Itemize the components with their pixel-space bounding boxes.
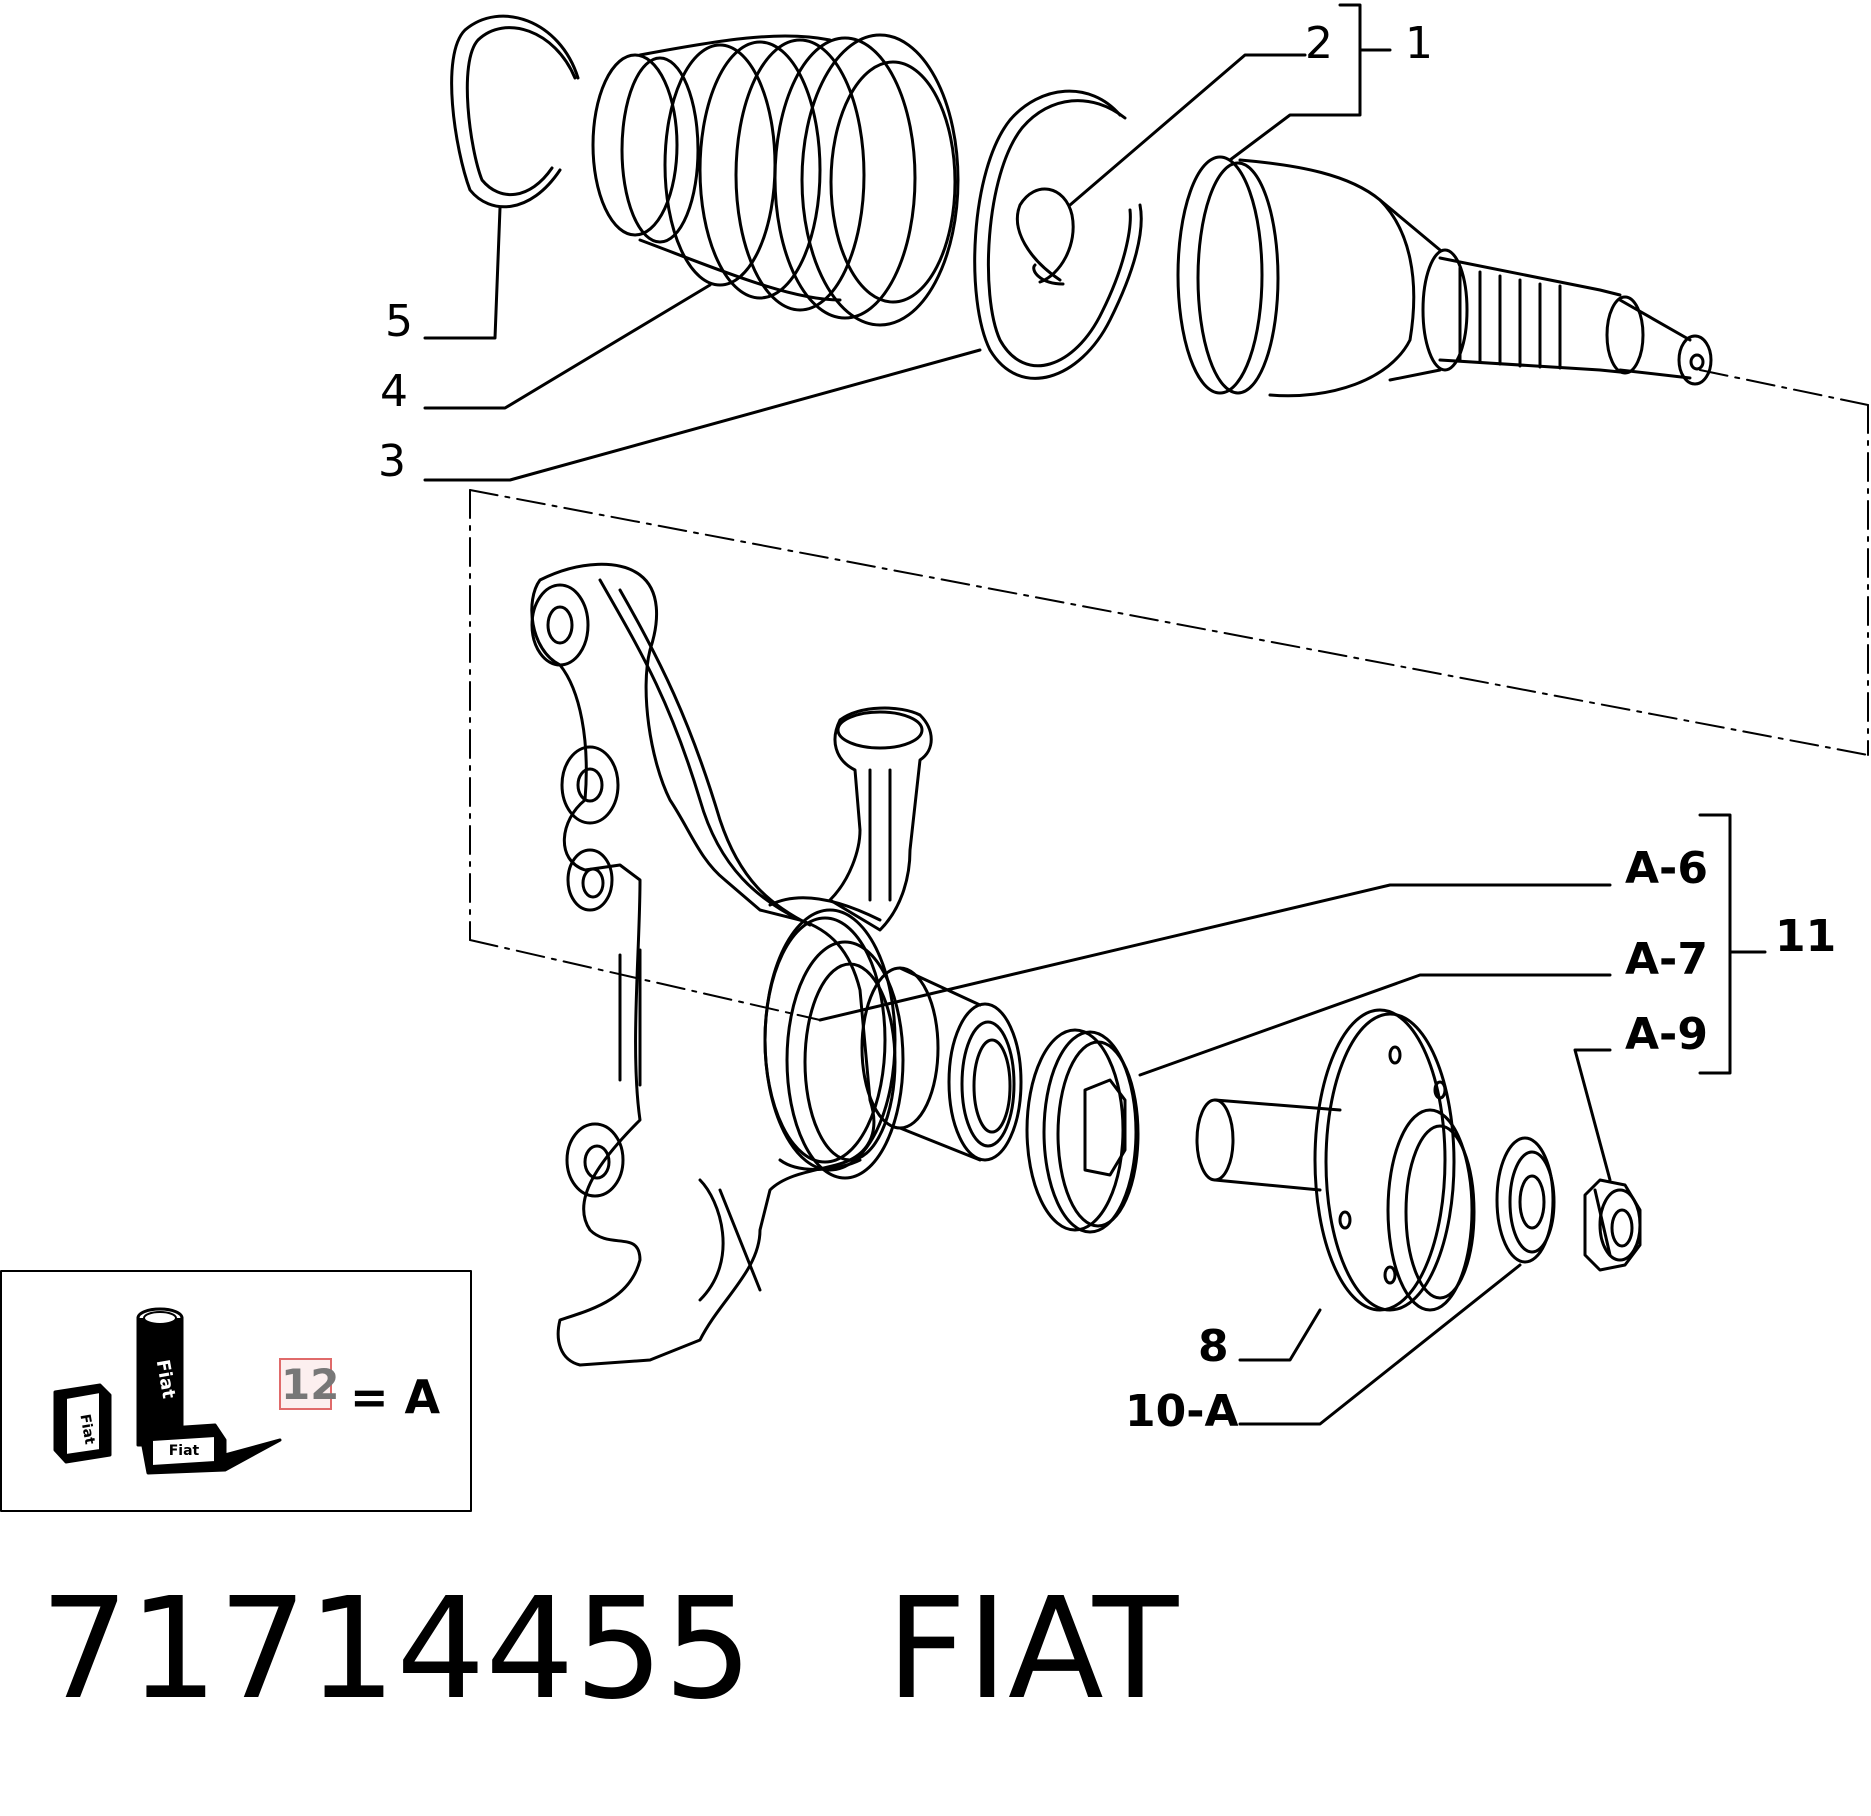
legend-number-highlight: 12: [279, 1358, 340, 1410]
callout-1: 1: [1405, 18, 1433, 69]
boot-part-4: [591, 33, 960, 327]
callout-5: 5: [385, 296, 413, 347]
part-number: 71714455: [40, 1568, 753, 1731]
legend-box-label: Fiat: [169, 1443, 200, 1459]
callout-8: 8: [1198, 1321, 1229, 1372]
callout-a6: A-6: [1625, 843, 1708, 894]
washer-part-10: [1495, 1136, 1556, 1264]
leader-lines: [423, 3, 1767, 1426]
part-number-caption: 71714455 FIAT: [40, 1580, 1178, 1720]
legend-box-label: Fiat: [76, 1413, 97, 1446]
hub-part-8: [1195, 1008, 1476, 1312]
callout-a7: A-7: [1625, 934, 1708, 985]
steering-knuckle: [530, 562, 933, 1367]
caption-spacer: [753, 1568, 887, 1731]
callout-a9: A-9: [1625, 1009, 1708, 1060]
legend-equals-a: = A: [350, 1370, 441, 1424]
clip-part-3: [973, 89, 1143, 380]
callout-11: 11: [1775, 911, 1837, 962]
brand-name: FIAT: [886, 1568, 1179, 1731]
bearing-part-a6: [860, 966, 1023, 1162]
projection-lines: [469, 369, 1869, 1021]
snap-ring-part-5: [450, 14, 580, 209]
callout-10-a: 10-A: [1125, 1386, 1239, 1437]
circlip-part-2: [1015, 187, 1075, 286]
callout-3: 3: [378, 436, 406, 487]
callout-4: 4: [380, 366, 408, 417]
legend-box: [0, 1270, 472, 1512]
seal-ring-part-a7: [1025, 1028, 1140, 1234]
callout-2: 2: [1305, 18, 1333, 69]
nut-part-a9: [1583, 1178, 1642, 1272]
cv-joint-part-1: [1176, 155, 1713, 398]
